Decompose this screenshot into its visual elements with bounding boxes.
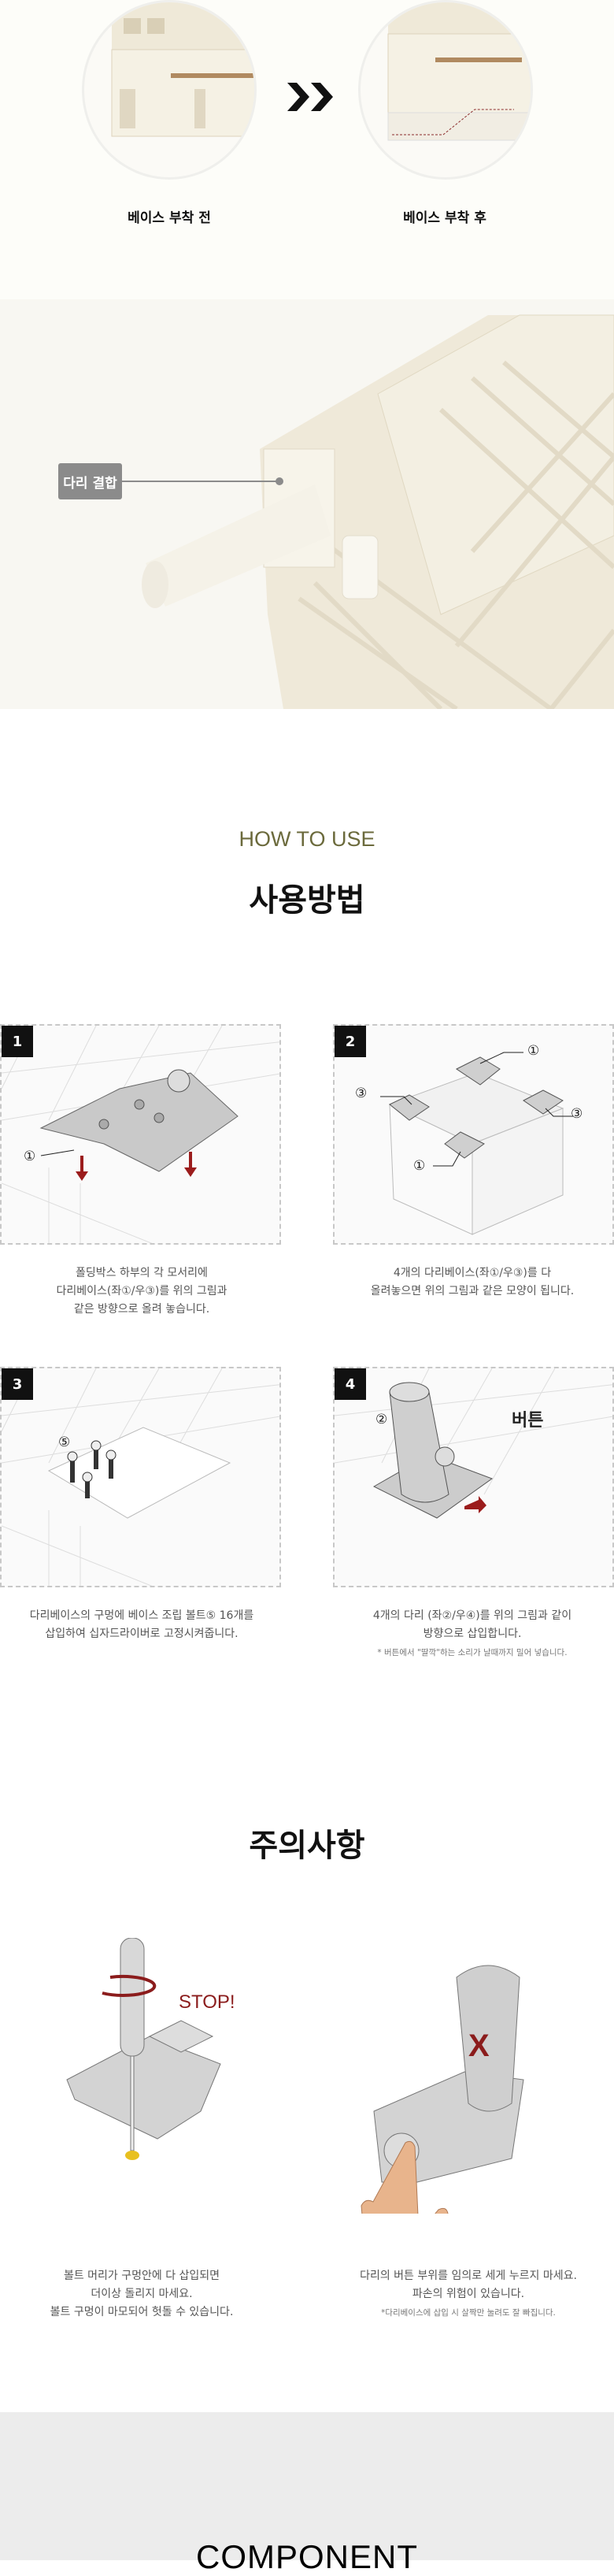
callout: ② <box>375 1412 388 1427</box>
step-number: 2 <box>335 1026 366 1057</box>
callout: ① <box>24 1149 36 1164</box>
button-callout: 버튼 <box>512 1411 544 1431</box>
comparison-section: 베이스 부착 전 베이스 부착 후 <box>0 0 614 299</box>
stop-label: STOP! <box>179 1991 235 2013</box>
step-number: 3 <box>2 1368 33 1400</box>
after-label: 베이스 부착 후 <box>403 210 486 226</box>
callout: ③ <box>355 1086 368 1101</box>
double-chevron-right-icon <box>287 83 336 114</box>
caution-2-caption: 다리의 버튼 부위를 임의로 세게 누르지 마세요.파손의 위험이 있습니다. … <box>360 2270 577 2318</box>
step-number: 4 <box>335 1368 366 1400</box>
callout: ① <box>413 1158 426 1174</box>
caution-title: 주의사항 <box>249 1828 365 1864</box>
component-title: COMPONENT <box>196 2538 418 2575</box>
how-to-use-title: 사용방법 <box>249 882 365 919</box>
step-number: 1 <box>2 1026 33 1057</box>
before-label: 베이스 부착 전 <box>128 210 211 226</box>
after-image <box>358 0 533 180</box>
callout: ⑤ <box>58 1435 71 1450</box>
step-1-illustration: 1 ① <box>0 1024 281 1245</box>
component-section: COMPONENT <box>0 2412 614 2575</box>
step-3-illustration: 3 ⑤ <box>0 1367 281 1587</box>
callout: ① <box>527 1043 540 1059</box>
x-mark-icon: X <box>468 2029 490 2063</box>
step-4-illustration: 4 ② 버튼 <box>333 1367 614 1587</box>
callout: ③ <box>571 1106 583 1122</box>
before-image <box>82 0 257 180</box>
how-to-use-eyebrow: HOW TO USE <box>239 827 375 851</box>
screwdriver-illustration: STOP! <box>63 1938 299 2206</box>
leg-assembly-photo: 다리 결합 <box>0 299 614 709</box>
leg-assembly-tag: 다리 결합 <box>58 463 122 499</box>
step-2-illustration: 2 ① ③ ③ ① <box>333 1024 614 1245</box>
button-press-illustration: X <box>346 1946 551 2214</box>
